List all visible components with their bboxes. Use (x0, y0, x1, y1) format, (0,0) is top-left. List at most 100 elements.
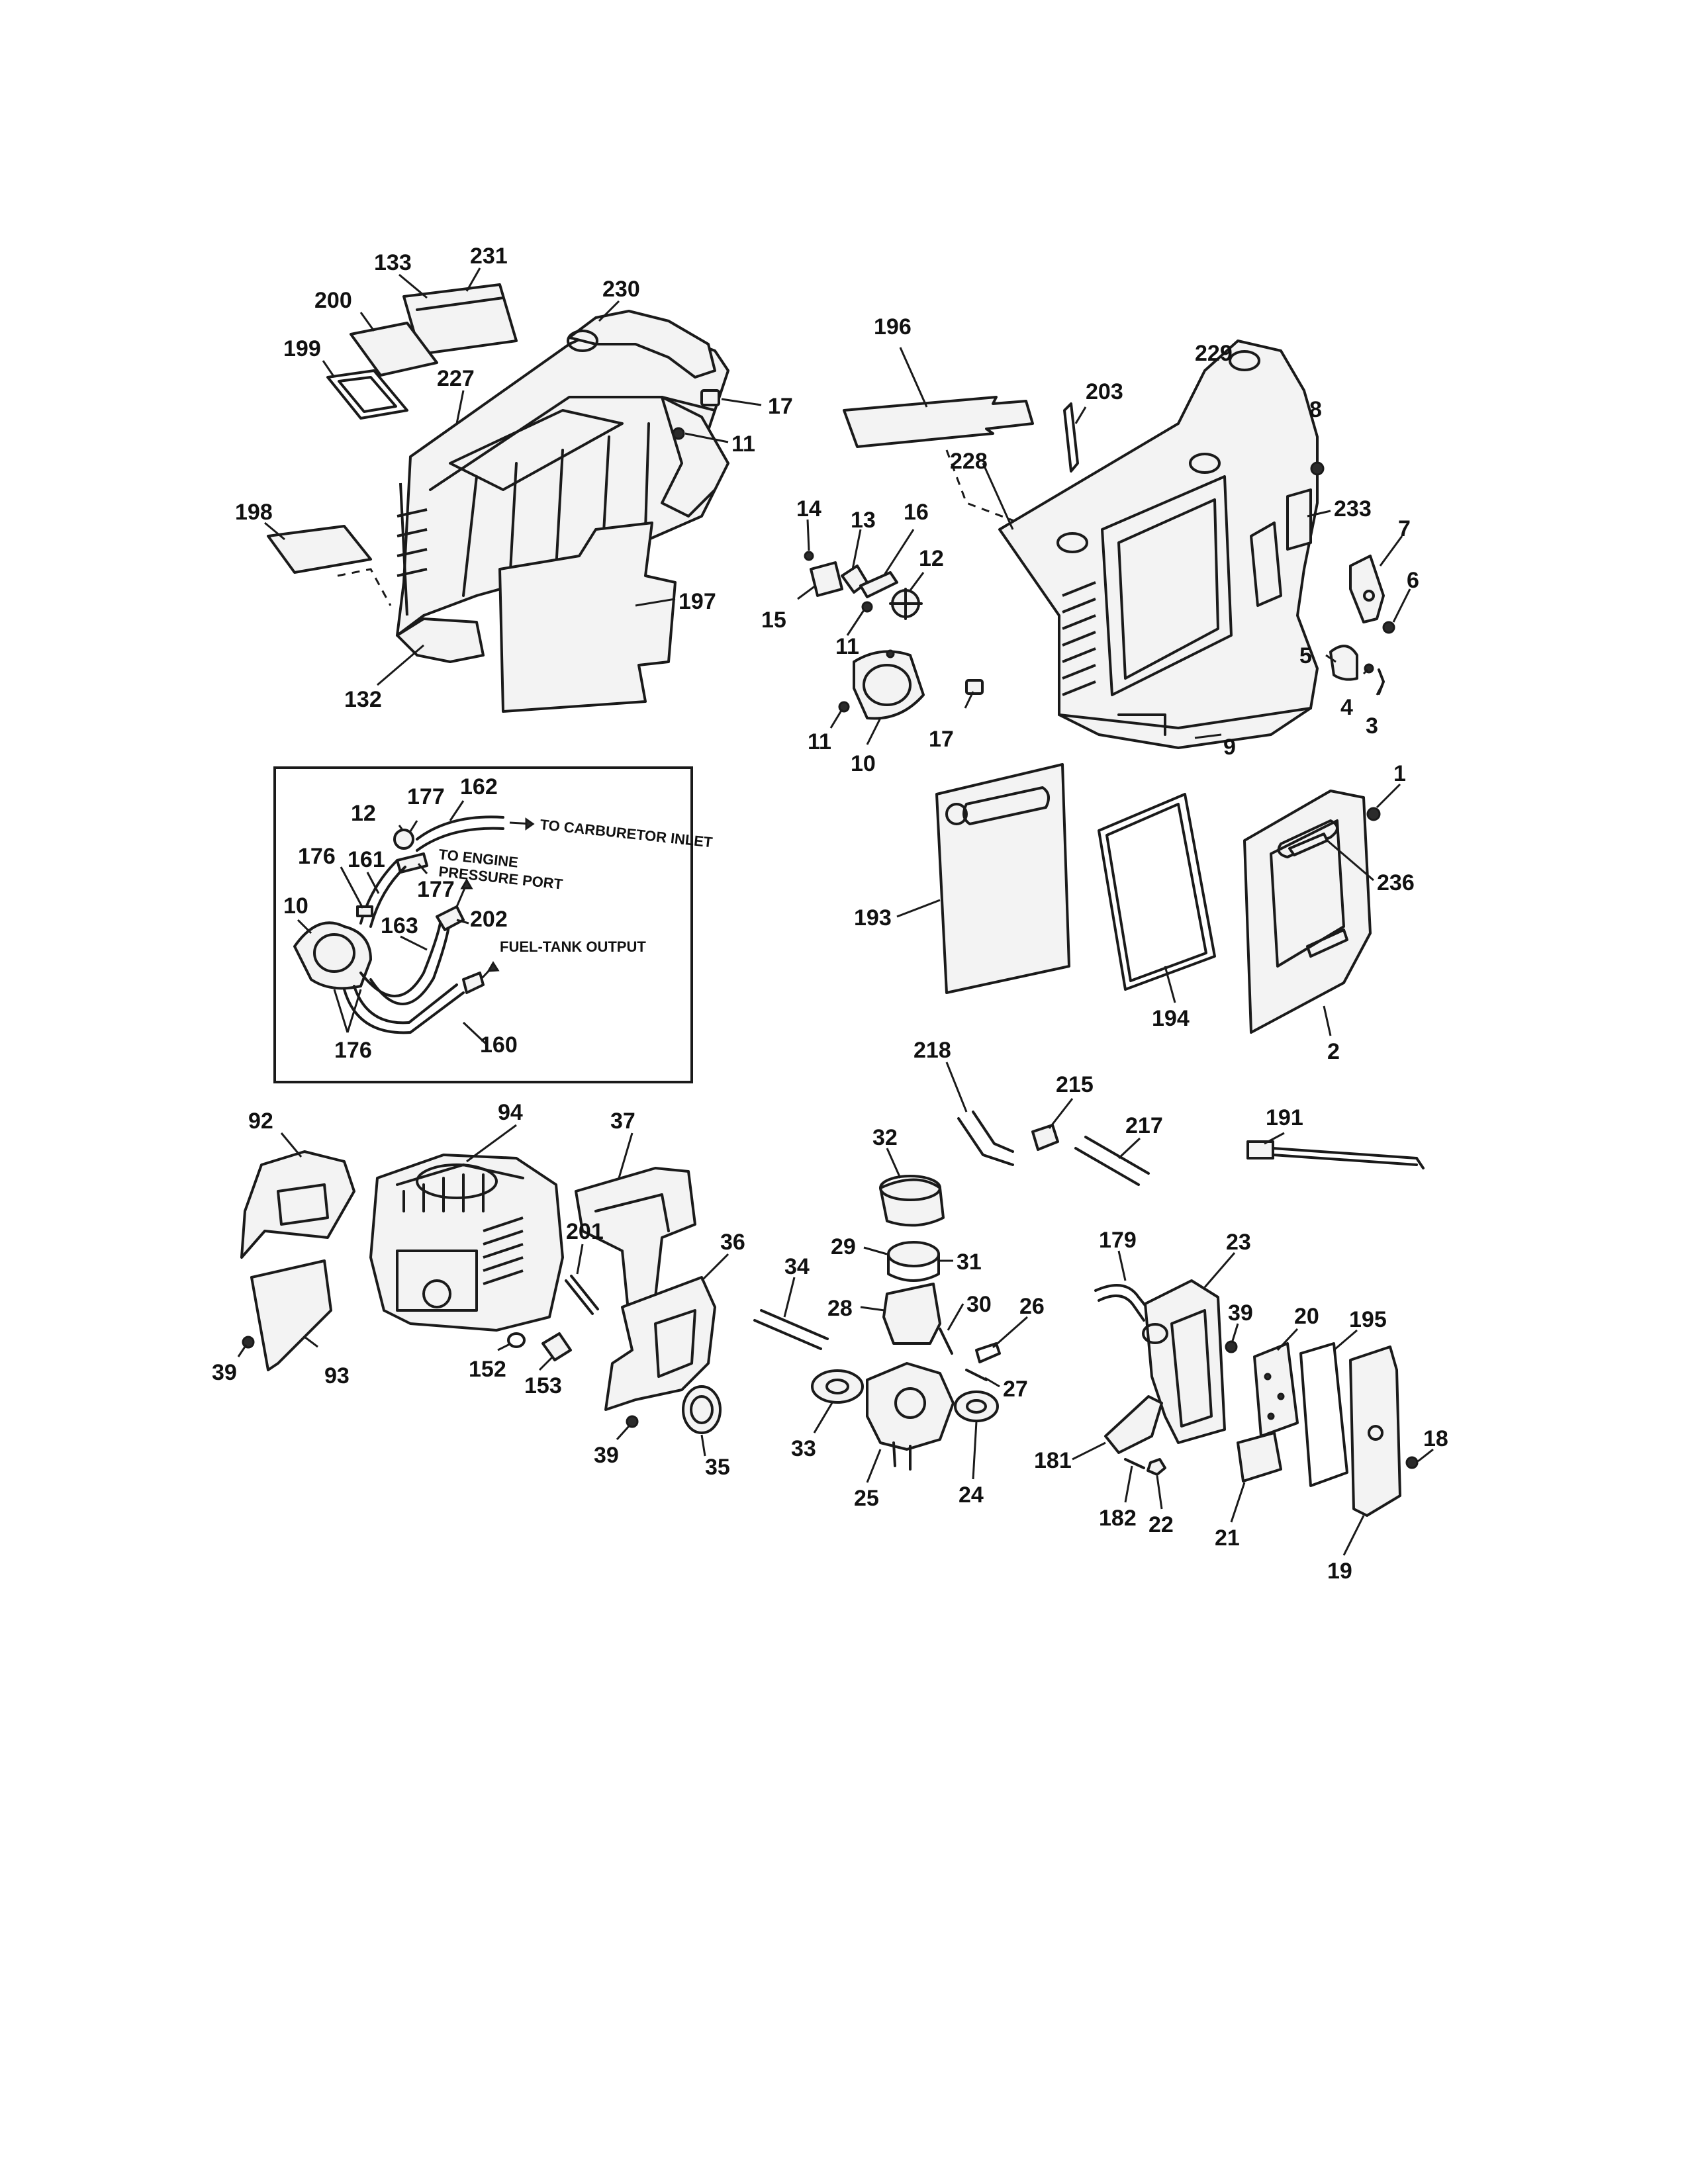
callout-229: 229 (1195, 341, 1233, 366)
part-25-carburetor (866, 1362, 955, 1451)
callout-133: 133 (374, 250, 412, 275)
part-196-plate (843, 396, 1034, 448)
callout-3: 3 (1366, 713, 1378, 739)
hoses-group (957, 1111, 1425, 1186)
inset-part-10-pump (293, 921, 372, 990)
callout-27: 27 (1003, 1377, 1028, 1402)
callout-11: 11 (731, 432, 755, 457)
part-197-insulation (498, 522, 677, 713)
callout-28: 28 (827, 1296, 853, 1321)
callout-16: 16 (904, 500, 929, 525)
part-15-plate (810, 561, 843, 597)
callout-inset-176: 176 (298, 844, 336, 869)
callout-inset-177: 177 (407, 784, 445, 809)
callout-11-b: 11 (835, 634, 859, 659)
part-217-hose (1074, 1147, 1140, 1186)
part-228-frame (1101, 475, 1233, 696)
callout-179: 179 (1099, 1228, 1137, 1253)
part-229-rear-shell (998, 340, 1319, 749)
part-29-filter (887, 1241, 940, 1267)
callout-30: 30 (966, 1292, 992, 1317)
callout-22: 22 (1149, 1512, 1174, 1537)
callout-132: 132 (344, 687, 382, 712)
leader-lines (237, 267, 1434, 1556)
part-33-gasket (811, 1369, 864, 1404)
part-92-shroud (240, 1150, 355, 1259)
part-1-screw (1366, 807, 1381, 821)
inset-part-160-hose (343, 988, 465, 1034)
callout-12: 12 (919, 546, 944, 571)
part-34-rods (753, 1309, 829, 1350)
part-21-foam (1237, 1432, 1282, 1482)
callout-215: 215 (1056, 1072, 1094, 1097)
part-17-clip-b (965, 679, 984, 695)
callout-39-c: 39 (1228, 1300, 1253, 1326)
part-20-foam (1253, 1342, 1299, 1437)
callout-2: 2 (1327, 1039, 1340, 1064)
callout-10: 10 (851, 751, 876, 776)
callout-230: 230 (602, 277, 640, 302)
callout-inset-12: 12 (351, 801, 376, 826)
part-14-screw (804, 551, 814, 561)
callout-inset-160: 160 (480, 1032, 518, 1058)
part-35-seal (682, 1385, 722, 1434)
part-11-screw-b (861, 601, 873, 613)
callout-39: 39 (212, 1360, 237, 1385)
fuel-pump-group (804, 551, 925, 720)
part-16-valve-stem (859, 571, 898, 598)
callout-93: 93 (324, 1363, 350, 1388)
part-5-knob (1329, 645, 1358, 681)
callout-236: 236 (1377, 870, 1415, 895)
part-201-bolt (565, 1279, 594, 1315)
callout-196: 196 (874, 314, 912, 340)
callout-94: 94 (498, 1100, 523, 1125)
callout-6: 6 (1407, 568, 1419, 593)
callout-203: 203 (1086, 379, 1123, 404)
front-housing-group (267, 283, 729, 713)
engine-group (240, 1150, 722, 1434)
callout-17-b: 17 (929, 727, 954, 752)
callout-231: 231 (470, 244, 508, 269)
part-193-panel (935, 763, 1070, 994)
callout-233: 233 (1334, 496, 1372, 522)
part-11-screw (672, 427, 685, 440)
callout-200: 200 (314, 288, 352, 313)
side-panel-group (935, 763, 1381, 1034)
callout-4: 4 (1340, 695, 1353, 720)
part-24-gasket (954, 1390, 999, 1422)
part-198-panel (267, 525, 372, 574)
part-93-cover (250, 1259, 332, 1371)
part-94-crankcase (369, 1154, 564, 1332)
callout-25: 25 (854, 1486, 879, 1511)
callout-227: 227 (437, 366, 475, 391)
inset-part-162-hose (416, 815, 504, 841)
callout-23: 23 (1226, 1230, 1251, 1255)
part-39-screw-b (626, 1415, 639, 1428)
part-230-handle (568, 310, 716, 379)
part-27-spring (965, 1369, 988, 1381)
rear-housing-group (843, 340, 1395, 749)
callout-39-b: 39 (594, 1443, 619, 1468)
callout-201: 201 (566, 1219, 604, 1244)
part-30-screw (939, 1328, 953, 1355)
callout-labels: 133 231 230 200 199 227 17 11 198 197 13… (212, 244, 1448, 1584)
callout-31: 31 (957, 1250, 982, 1275)
callout-9: 9 (1223, 735, 1236, 760)
part-26-spring (975, 1342, 1001, 1363)
part-11-screw-c (838, 701, 850, 713)
part-7-bracket (1349, 555, 1385, 623)
callout-18: 18 (1423, 1426, 1448, 1451)
callout-193: 193 (854, 905, 892, 931)
callout-5: 5 (1299, 643, 1312, 668)
callout-26: 26 (1019, 1294, 1045, 1319)
callout-7: 7 (1398, 516, 1411, 541)
callout-181: 181 (1034, 1448, 1072, 1473)
part-6-screw (1382, 621, 1395, 634)
inset-part-176-clamp (356, 905, 373, 917)
callout-194: 194 (1152, 1006, 1190, 1031)
carburetor-group (753, 1175, 1001, 1471)
part-153-plug (541, 1332, 572, 1361)
inset-part-202-fitting (436, 905, 465, 931)
callout-inset-162: 162 (460, 774, 498, 799)
callout-195: 195 (1349, 1307, 1387, 1332)
